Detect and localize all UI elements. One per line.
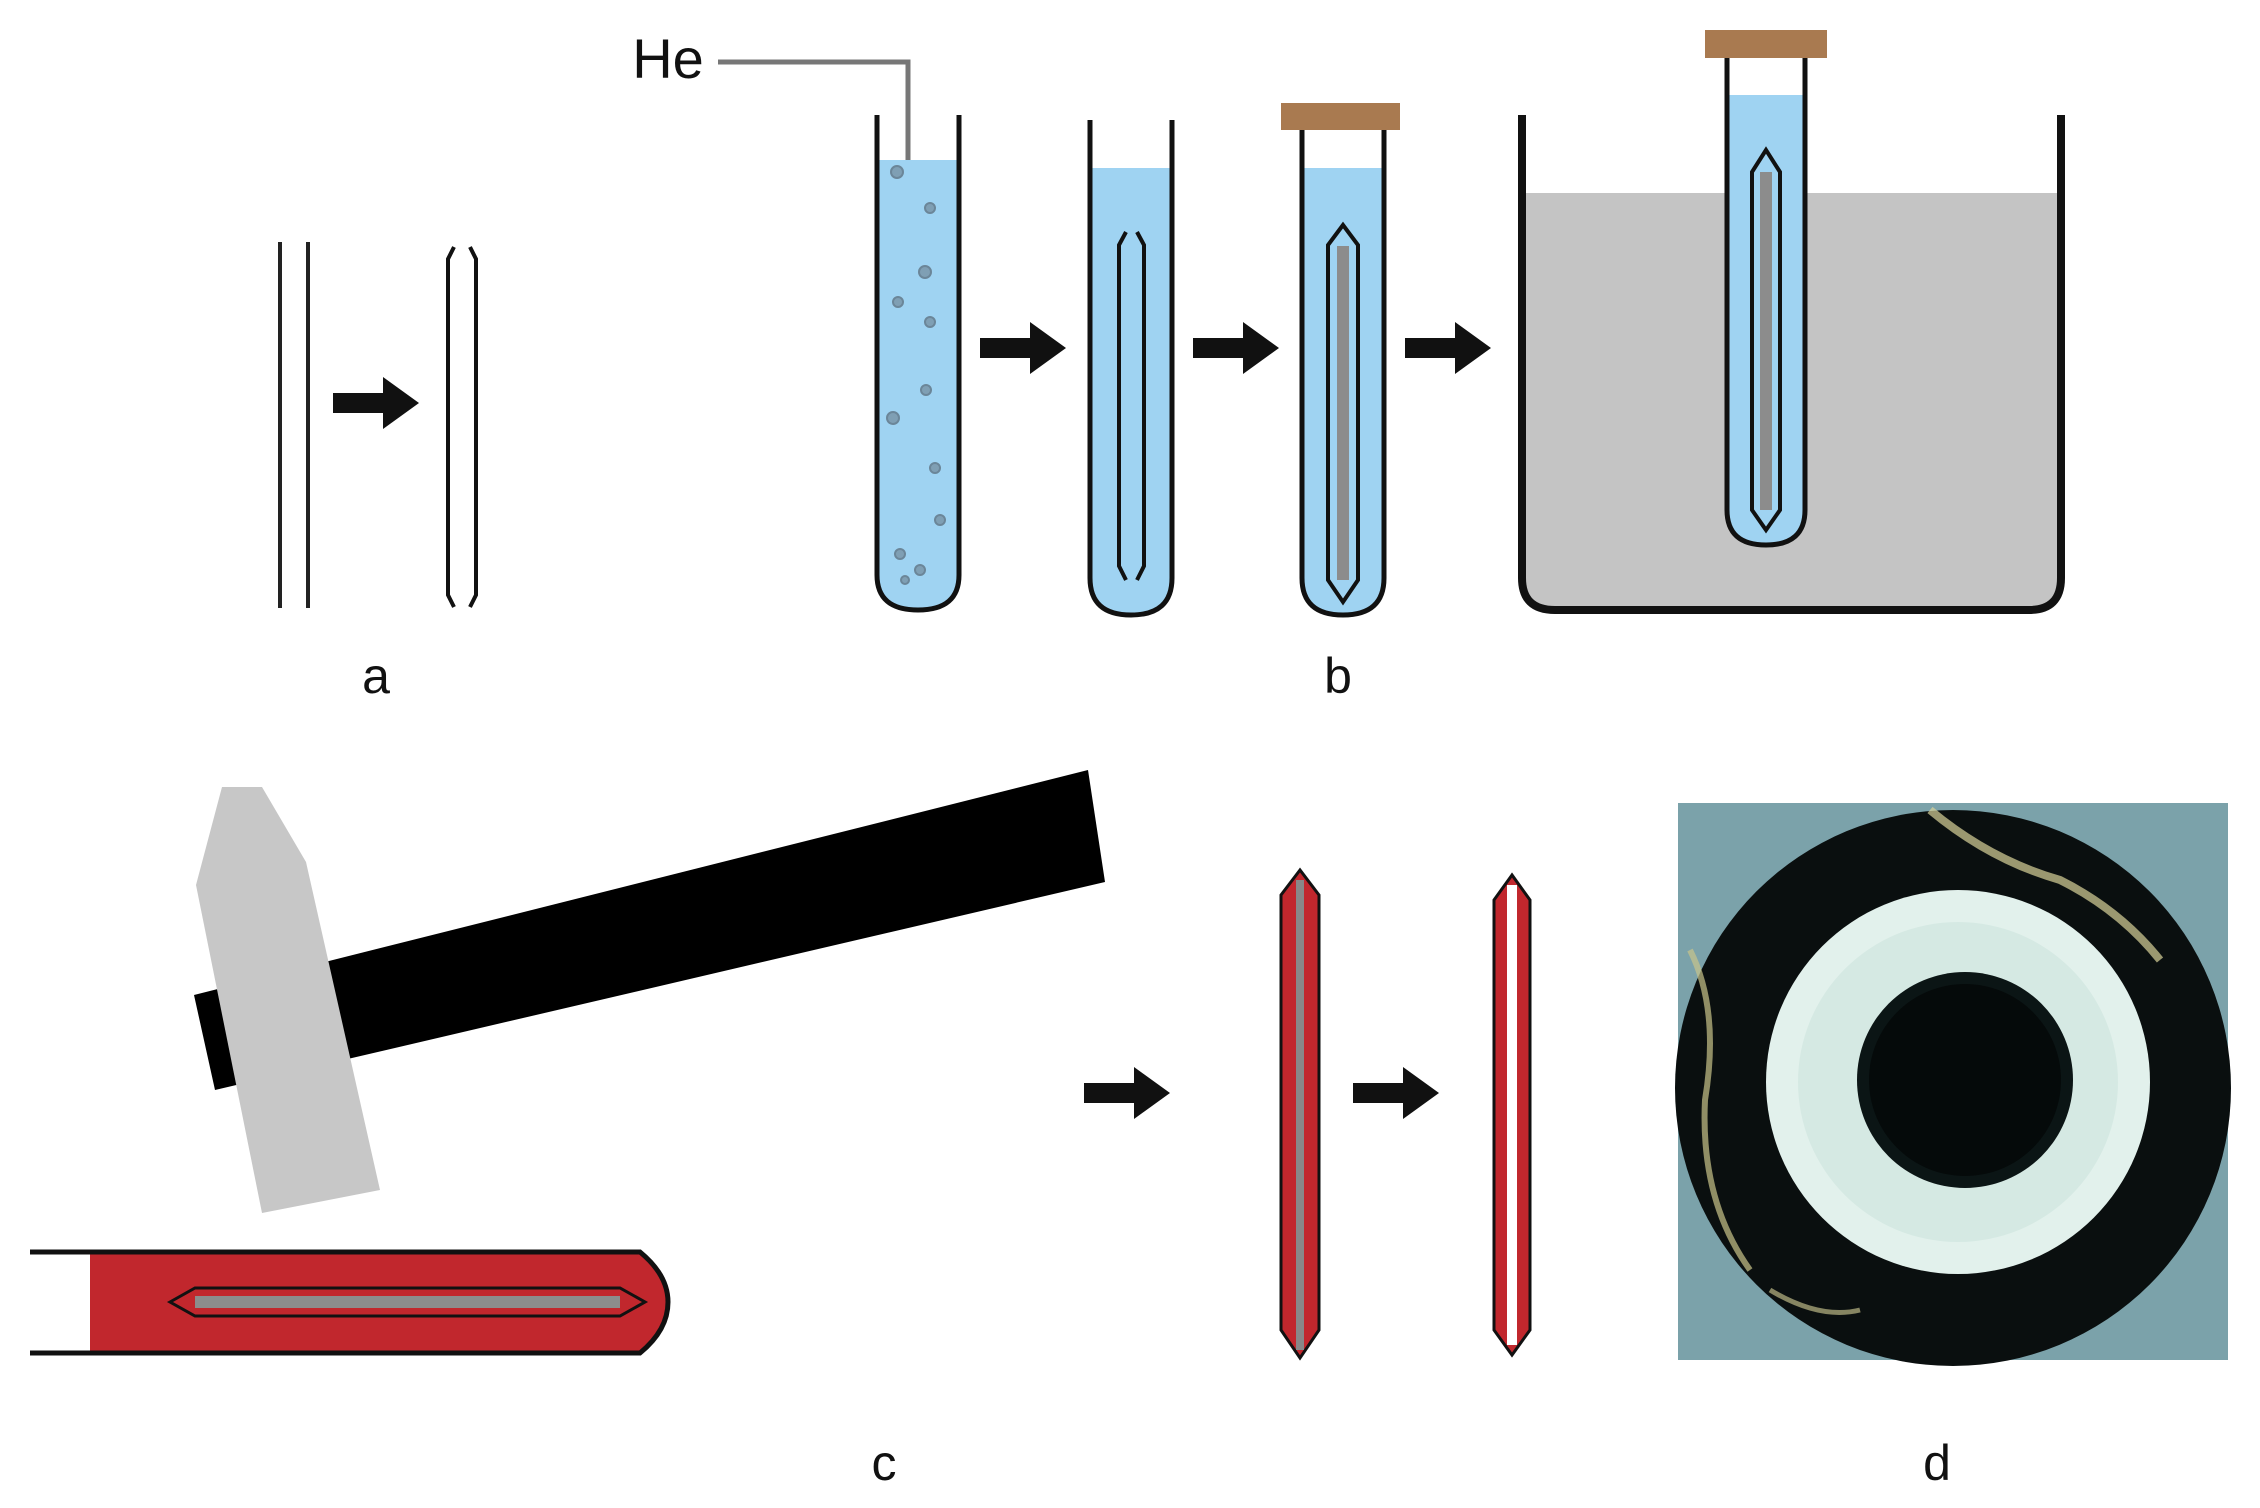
open-capillary bbox=[278, 242, 310, 608]
panel-d-label: d bbox=[1923, 1435, 1951, 1491]
coated-capillary bbox=[1492, 872, 1532, 1358]
right-arrow-icon bbox=[1353, 1067, 1439, 1119]
panel-d: d bbox=[1675, 803, 2231, 1491]
hammer-icon bbox=[194, 770, 1105, 1213]
right-arrow-icon bbox=[1405, 322, 1491, 374]
panel-a-label: a bbox=[362, 648, 390, 704]
panel-b: He bbox=[632, 27, 2065, 704]
right-arrow-icon bbox=[1084, 1067, 1170, 1119]
helium-label: He bbox=[632, 27, 704, 90]
degassing-tube bbox=[874, 115, 962, 613]
panel-c-label: c bbox=[872, 1435, 897, 1491]
panel-b-label: b bbox=[1324, 648, 1352, 704]
tube-cap bbox=[1705, 30, 1827, 58]
frozen-capillary bbox=[1279, 867, 1321, 1361]
panel-c: c bbox=[30, 770, 1532, 1491]
freezing-bath bbox=[1518, 30, 2065, 614]
sealed-capillary bbox=[446, 245, 478, 609]
capped-tube bbox=[1281, 103, 1400, 618]
right-arrow-icon bbox=[333, 377, 419, 429]
frozen-capillary-block bbox=[30, 1249, 671, 1356]
immersed-capillary-tube bbox=[1087, 120, 1175, 618]
panel-a: a bbox=[278, 242, 478, 704]
hammer-handle bbox=[194, 770, 1105, 1090]
capillary-cross-section-micrograph bbox=[1675, 803, 2231, 1366]
tube-cap bbox=[1281, 103, 1400, 130]
right-arrow-icon bbox=[1193, 322, 1279, 374]
right-arrow-icon bbox=[980, 322, 1066, 374]
hammer-head bbox=[196, 787, 380, 1213]
